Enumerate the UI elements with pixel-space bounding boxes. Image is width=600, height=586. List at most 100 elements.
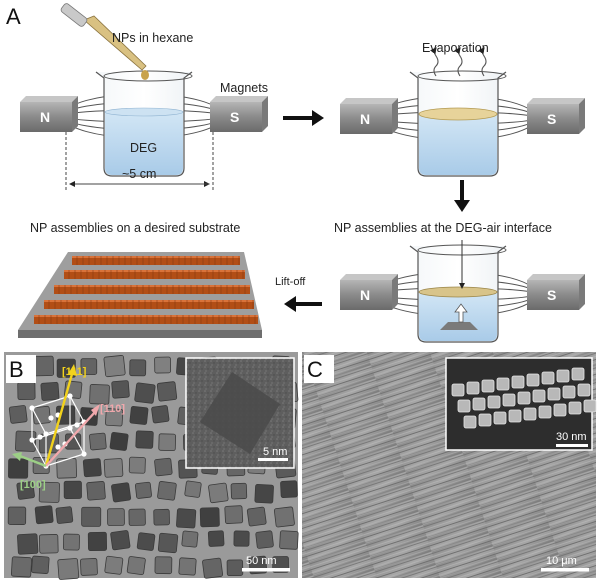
magnet-south-2: S [527, 98, 585, 134]
nanocube [154, 356, 172, 374]
nanocube [82, 458, 102, 478]
nanocube [56, 457, 78, 479]
nanocube [224, 505, 244, 524]
np-row-top [72, 256, 240, 258]
nanocube [57, 558, 80, 580]
np-in-hexane-label: NPs in hexane [112, 31, 193, 45]
np-row-top [64, 270, 245, 272]
nanocube [207, 530, 225, 547]
magnet-north-2: N [340, 98, 398, 134]
panel-c-scale: 10 μm [546, 555, 577, 567]
substrate [18, 252, 262, 338]
sem-nanocube [568, 401, 582, 415]
np-row-top [44, 300, 254, 302]
magnet-north-3: N [340, 274, 398, 310]
nanocube [202, 557, 224, 579]
nanocube [135, 430, 154, 449]
nanocube [105, 408, 124, 427]
sem-nanocube [532, 389, 546, 403]
np-row [72, 258, 240, 265]
nanocube [158, 433, 177, 452]
panel-b: [111] [110] [100] 5 nm B 50 nm [4, 352, 299, 580]
arrow-right [283, 110, 324, 126]
nanocube [126, 556, 146, 576]
sem-nanocube [502, 393, 516, 407]
magnet-south-label: S [230, 109, 239, 125]
sem-nanocube [571, 367, 585, 381]
nanocube [128, 508, 146, 526]
nanocube [107, 508, 125, 526]
nanocube [31, 555, 50, 574]
nanocube [55, 506, 74, 524]
sem-nanocube [487, 395, 501, 409]
magnet-north-3-label: N [360, 287, 370, 303]
interface-label: NP assemblies at the DEG-air interface [334, 221, 552, 235]
nanocube [86, 481, 106, 501]
dir-110-label: [110] [100, 403, 125, 415]
panel-c-inset-scale: 30 nm [556, 431, 587, 443]
nanocube [134, 382, 156, 404]
nanocube [199, 507, 220, 528]
panel-c-letter: C [307, 357, 323, 382]
panel-a: A N S [6, 3, 585, 343]
magnet-north-label: N [40, 109, 50, 125]
vapor-lines [430, 47, 487, 77]
beaker-2 [409, 70, 507, 177]
panel-b-inset: 5 nm [185, 357, 295, 469]
sem-nanocube [541, 371, 555, 385]
nanocube [81, 506, 102, 527]
sem-nanocube [553, 403, 567, 417]
nanocube [17, 533, 39, 555]
np-row [44, 302, 254, 309]
sem-nanocube [451, 383, 465, 397]
magnet-south-3: S [527, 274, 585, 310]
magnet-south: S [210, 96, 268, 132]
sem-nanocube [556, 369, 570, 383]
distance-label: ~5 cm [122, 167, 156, 181]
nanocube [104, 555, 124, 575]
nanocube [184, 480, 202, 498]
nanocube [33, 355, 55, 377]
step1-setup: N S DEG NPs in hex [20, 3, 268, 190]
pipette [60, 3, 149, 80]
crystal-diagram [12, 364, 100, 469]
nanocube [273, 506, 295, 528]
panel-b-scale: 50 nm [246, 555, 277, 567]
nanocube [254, 484, 274, 504]
nanocube [233, 530, 250, 547]
nanocube [111, 380, 130, 399]
nanocube [8, 458, 29, 479]
panel-a-letter: A [6, 4, 21, 29]
nanocube [128, 456, 146, 474]
sem-nanocube [478, 413, 492, 427]
np-rows [34, 256, 258, 324]
sem-nanocube [526, 373, 540, 387]
sem-nanocube [472, 397, 486, 411]
nanocube [176, 508, 197, 529]
magnet-north-2-label: N [360, 111, 370, 127]
nanocube [134, 481, 152, 499]
sem-nanocube [496, 377, 510, 391]
nanocube [154, 556, 173, 575]
nanocube [80, 558, 98, 576]
magnets-label: Magnets [220, 81, 268, 95]
nanocube [157, 532, 179, 554]
nanocube [63, 533, 80, 551]
np-row [64, 272, 245, 279]
panel-b-inset-scale: 5 nm [263, 446, 287, 458]
sem-nanocube [463, 415, 477, 429]
dir-100-label: [100] [20, 479, 46, 491]
nanocube [80, 358, 98, 375]
nanocube [153, 508, 170, 526]
nanocube [226, 559, 244, 577]
nanocube [40, 381, 60, 401]
sem-nanocube [481, 379, 495, 393]
np-row [54, 287, 250, 294]
sem-nanocube [457, 399, 471, 413]
nanocube [111, 482, 132, 503]
sem-nanocube [517, 391, 531, 405]
sem-nanocube [562, 385, 576, 399]
panel-c-inset: 30 nm [445, 357, 597, 451]
nanocube [32, 405, 51, 425]
nanocube [15, 430, 37, 452]
